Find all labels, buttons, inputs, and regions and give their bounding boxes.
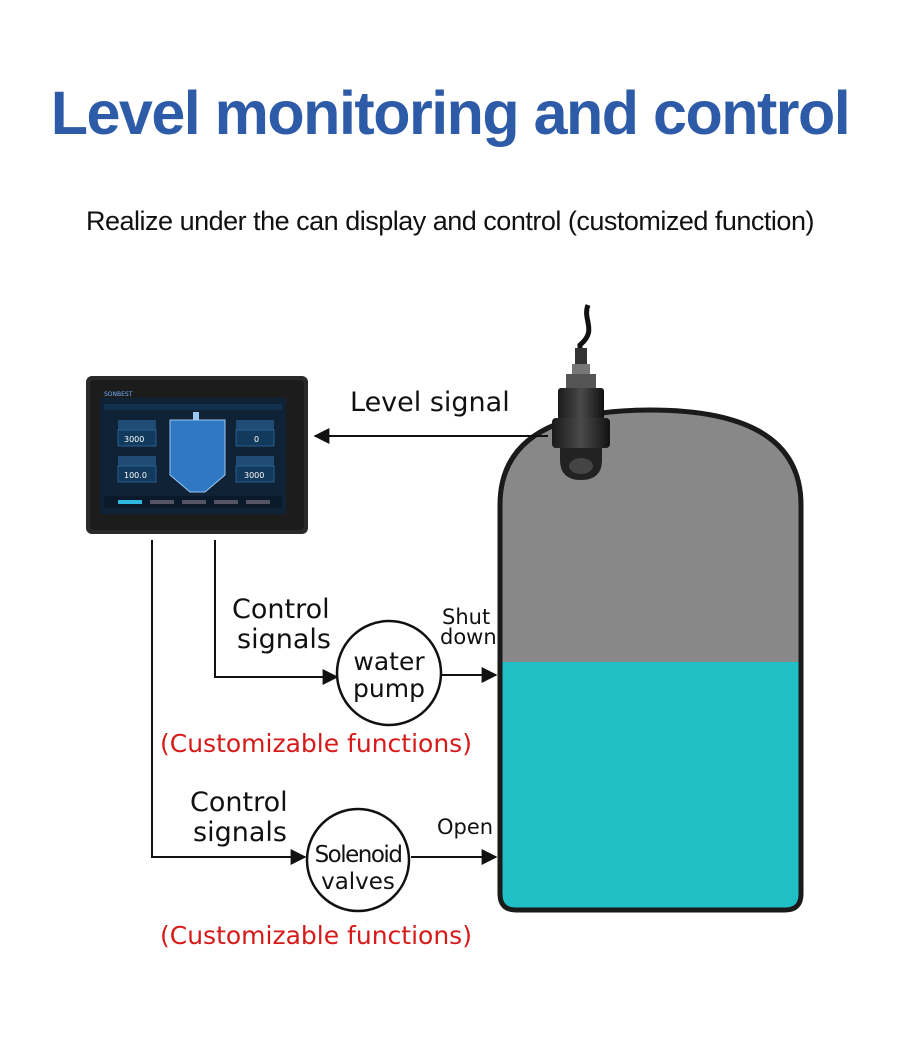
display-field-3: 100.0	[124, 471, 147, 480]
tank-liquid	[500, 662, 801, 910]
page-title: Level monitoring and control	[50, 79, 851, 147]
water-pump-node	[335, 619, 443, 727]
display-brand: SONBEST	[104, 391, 133, 398]
control-signals-2-line1: Control	[190, 787, 288, 818]
solenoid-valves-node	[305, 807, 411, 913]
control-line-pump	[214, 540, 339, 685]
solenoid-valves-label-2: valves	[321, 869, 395, 895]
display-field-1: 3000	[124, 435, 144, 444]
level-sensor	[552, 304, 610, 480]
page-subtitle: Realize under the can display and contro…	[86, 206, 814, 236]
control-line-valve	[151, 540, 307, 865]
solenoid-valves-label-1: Solenoid	[315, 842, 402, 868]
shut-down-label-1: Shut	[442, 605, 490, 629]
control-signals-1-line1: Control	[232, 594, 330, 625]
display-field-2: 0	[254, 435, 259, 444]
shut-down-label-2: down	[440, 625, 497, 649]
customizable-label-1: (Customizable functions)	[160, 729, 472, 758]
display-field-4: 3000	[244, 471, 264, 480]
water-pump-label-2: pump	[353, 674, 425, 703]
tank-empty-space	[500, 410, 801, 662]
control-signals-1-line2: signals	[237, 624, 331, 655]
water-pump-label-1: water	[353, 647, 425, 676]
level-signal-label: Level signal	[350, 387, 510, 418]
display-controller: SONBEST 3000 100.0 0 3000	[86, 376, 308, 534]
control-signals-2-line2: signals	[193, 817, 287, 848]
tank	[497, 407, 804, 913]
open-label: Open	[437, 815, 493, 839]
customizable-label-2: (Customizable functions)	[160, 921, 472, 950]
